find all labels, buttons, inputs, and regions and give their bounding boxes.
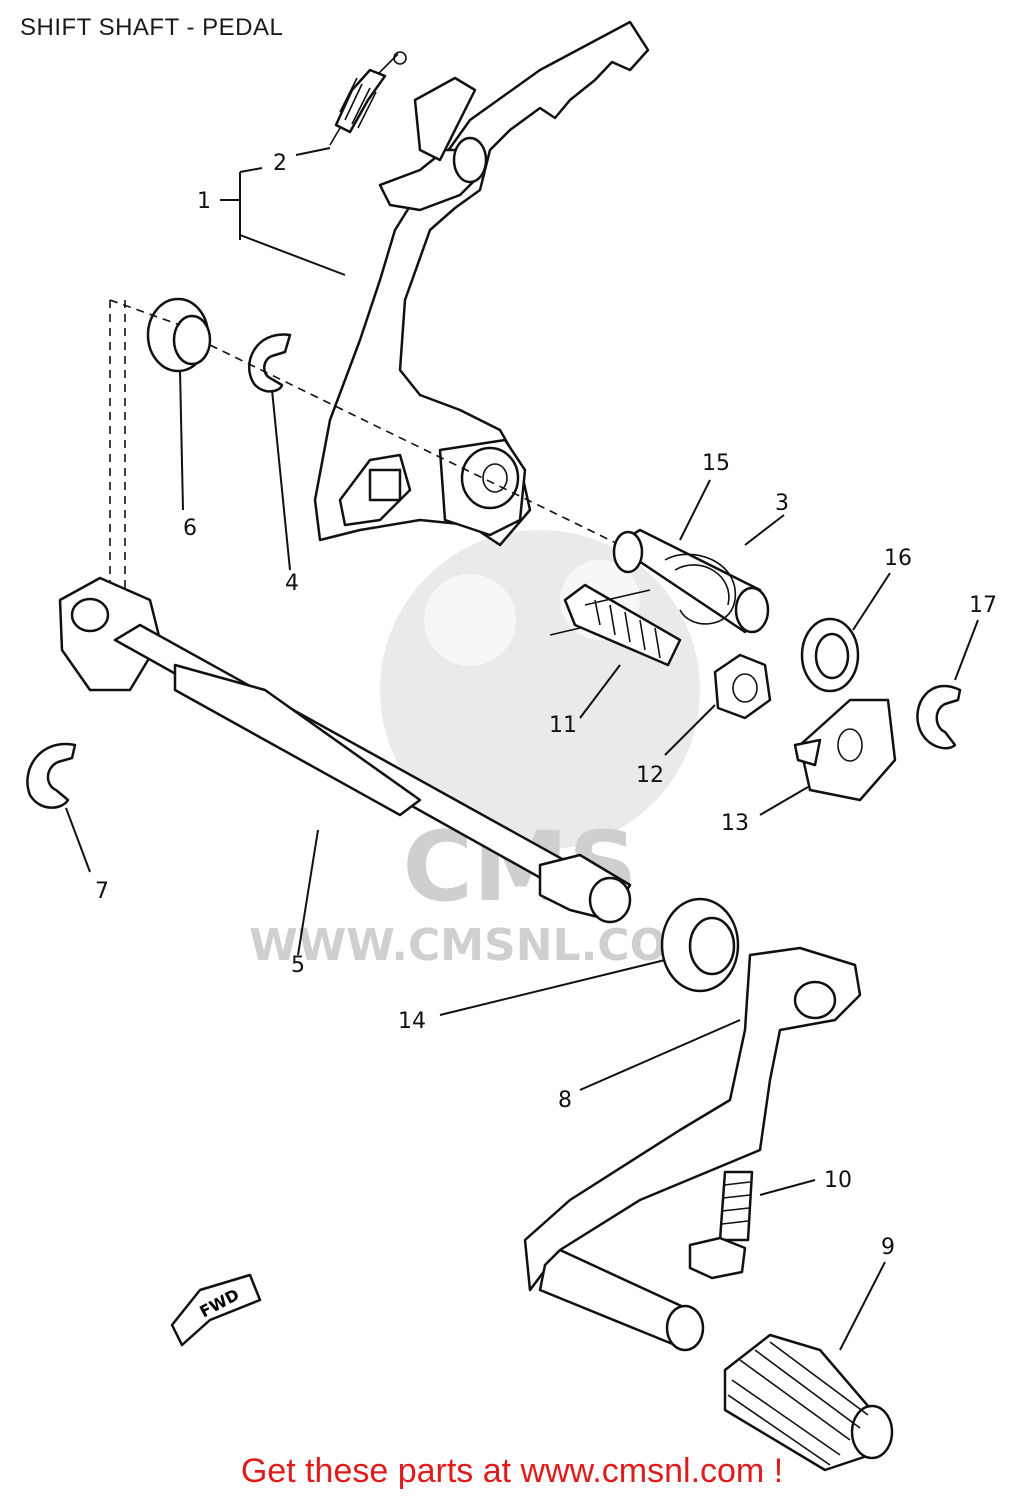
part-bolt xyxy=(688,1170,754,1280)
callout-14: 14 xyxy=(398,1009,426,1034)
part-collar xyxy=(146,297,212,373)
part-washer xyxy=(800,617,860,693)
part-stopper-bolt xyxy=(549,583,682,667)
part-circlip-3 xyxy=(916,684,962,750)
part-shift-shaft xyxy=(58,576,632,924)
callout-3: 3 xyxy=(775,491,789,516)
part-plate xyxy=(793,698,897,802)
part-nut xyxy=(713,653,772,720)
leader-lines xyxy=(65,147,979,1351)
callout-10: 10 xyxy=(824,1168,852,1193)
callout-1: 1 xyxy=(197,189,211,214)
callout-4: 4 xyxy=(285,571,299,596)
fwd-arrow-icon: FWD xyxy=(170,1273,262,1347)
watermark: CMS WWW.CMSNL.COM xyxy=(249,530,711,971)
part-pedal-rubber xyxy=(723,1333,894,1472)
part-shift-pedal xyxy=(523,946,862,1352)
callout-11: 11 xyxy=(549,713,577,738)
callout-12: 12 xyxy=(636,763,664,788)
part-circlip xyxy=(248,333,292,393)
part-roller-and-spring xyxy=(612,528,770,634)
callout-7: 7 xyxy=(95,879,109,904)
callout-2: 2 xyxy=(273,151,287,176)
callout-13: 13 xyxy=(721,811,749,836)
callout-16: 16 xyxy=(884,546,912,571)
footer-link[interactable]: Get these parts at www.cmsnl.com ! xyxy=(240,1452,784,1490)
part-shift-arm xyxy=(313,20,650,547)
callout-8: 8 xyxy=(558,1088,572,1113)
callout-9: 9 xyxy=(881,1235,895,1260)
watermark-url: WWW.CMSNL.COM xyxy=(249,920,711,971)
callout-15: 15 xyxy=(702,451,730,476)
callout-labels: 1 2 3 4 5 6 7 8 9 10 11 12 13 14 15 16 1… xyxy=(95,151,997,1260)
part-oil-seal xyxy=(660,897,740,993)
callout-5: 5 xyxy=(291,953,305,978)
part-spring xyxy=(329,51,407,146)
page-title: SHIFT SHAFT - PEDAL xyxy=(20,14,284,41)
callout-17: 17 xyxy=(969,593,997,618)
callout-6: 6 xyxy=(183,516,197,541)
part-circlip-2 xyxy=(26,742,77,809)
